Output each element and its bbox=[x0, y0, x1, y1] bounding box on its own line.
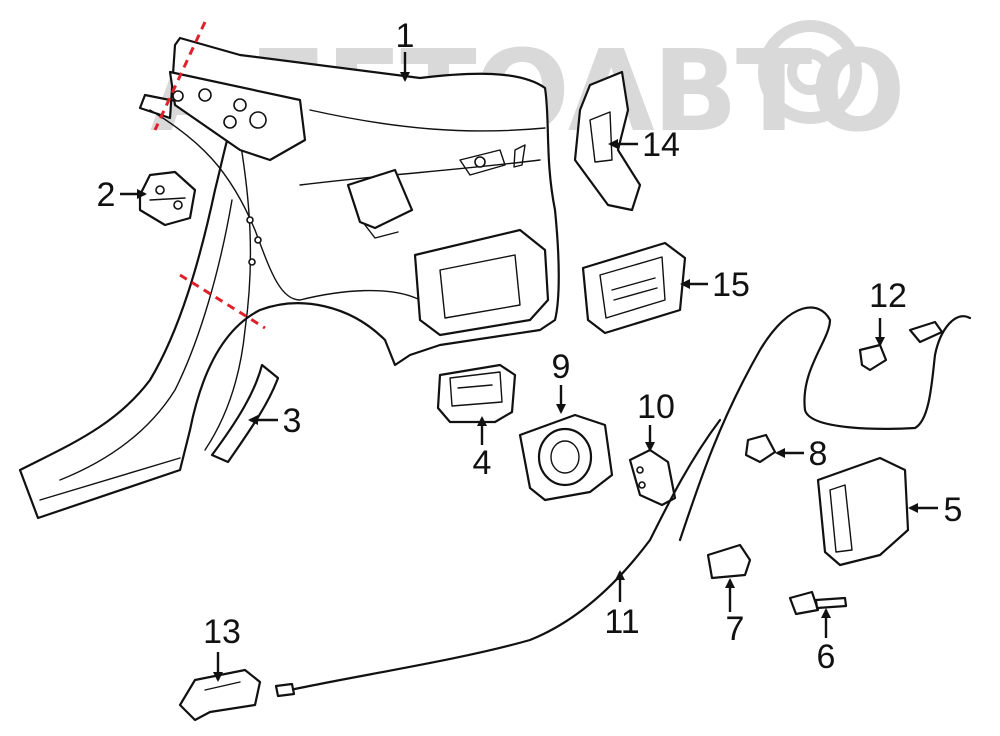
callout-1: 1 bbox=[396, 17, 415, 55]
callout-labels: 1 2 3 4 5 6 7 8 9 10 11 12 13 14 15 bbox=[97, 17, 963, 676]
leader-arrows bbox=[120, 52, 938, 682]
callout-4: 4 bbox=[473, 444, 492, 482]
part-1-quarter-panel bbox=[18, 36, 560, 520]
callout-9: 9 bbox=[552, 348, 571, 386]
callout-2: 2 bbox=[97, 176, 116, 214]
part-14-bracket bbox=[573, 70, 642, 212]
callout-3: 3 bbox=[283, 402, 302, 440]
callout-12: 12 bbox=[869, 277, 907, 315]
watermark-gear-icon bbox=[758, 20, 862, 124]
part-8-grommet bbox=[744, 433, 777, 464]
cut-lines bbox=[153, 21, 266, 330]
callout-5: 5 bbox=[944, 491, 963, 529]
callout-11: 11 bbox=[604, 603, 639, 641]
part-4-lock-housing bbox=[436, 363, 517, 424]
part-2-bracket bbox=[138, 170, 197, 227]
part-15-frame bbox=[581, 241, 687, 335]
callout-6: 6 bbox=[817, 638, 836, 676]
part-6-bolt bbox=[788, 590, 848, 616]
part-12-cable-loop bbox=[678, 306, 972, 542]
part-5-fuel-door bbox=[816, 456, 910, 567]
callout-13: 13 bbox=[203, 613, 241, 651]
part-9-filler-housing bbox=[518, 413, 614, 502]
part-7-clip bbox=[706, 543, 752, 580]
callout-14: 14 bbox=[642, 126, 680, 164]
callout-10: 10 bbox=[637, 388, 675, 426]
part-3-arch-moulding bbox=[210, 363, 280, 464]
cut-line-lower bbox=[179, 273, 266, 330]
part-11-cable bbox=[274, 418, 722, 698]
callout-8: 8 bbox=[809, 435, 828, 473]
part-13-latch bbox=[178, 668, 262, 722]
cut-line-top bbox=[153, 21, 207, 131]
callout-7: 7 bbox=[726, 610, 745, 648]
part-10-hinge bbox=[628, 448, 677, 507]
callout-15: 15 bbox=[712, 266, 750, 304]
